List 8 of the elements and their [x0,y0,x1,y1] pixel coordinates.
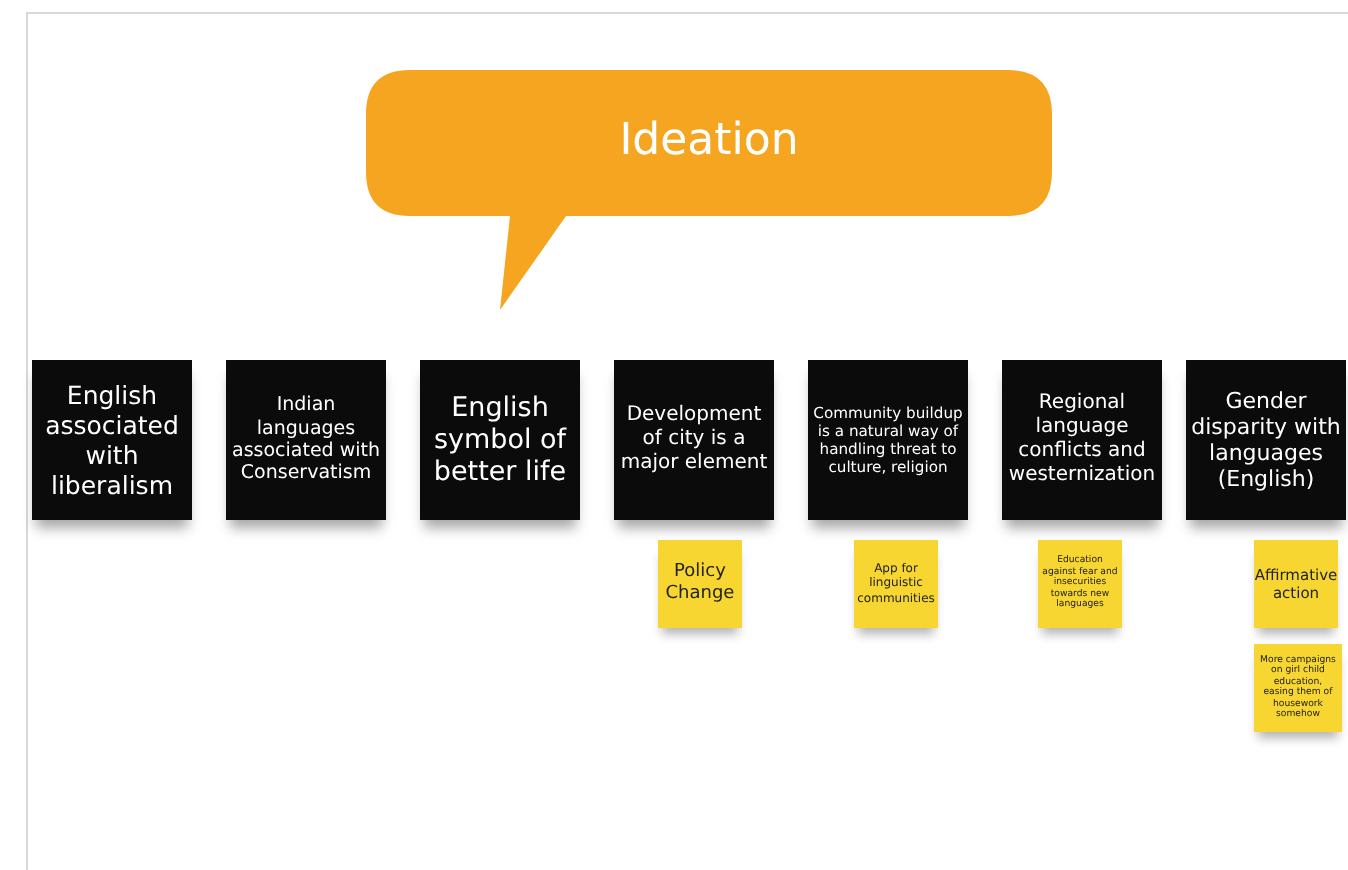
sticky-note: Policy Change [658,540,742,628]
sticky-note: Gender disparity with languages (English) [1186,360,1346,520]
sticky-note: English associated with liberalism [32,360,192,520]
speech-bubble: Ideation [366,70,1052,310]
sticky-note: Development of city is a major element [614,360,774,520]
sticky-note: Indian languages associated with Conservatism [226,360,386,520]
sticky-note: English symbol of better life [420,360,580,520]
sticky-note: Regional language conflicts and westernization [1002,360,1162,520]
